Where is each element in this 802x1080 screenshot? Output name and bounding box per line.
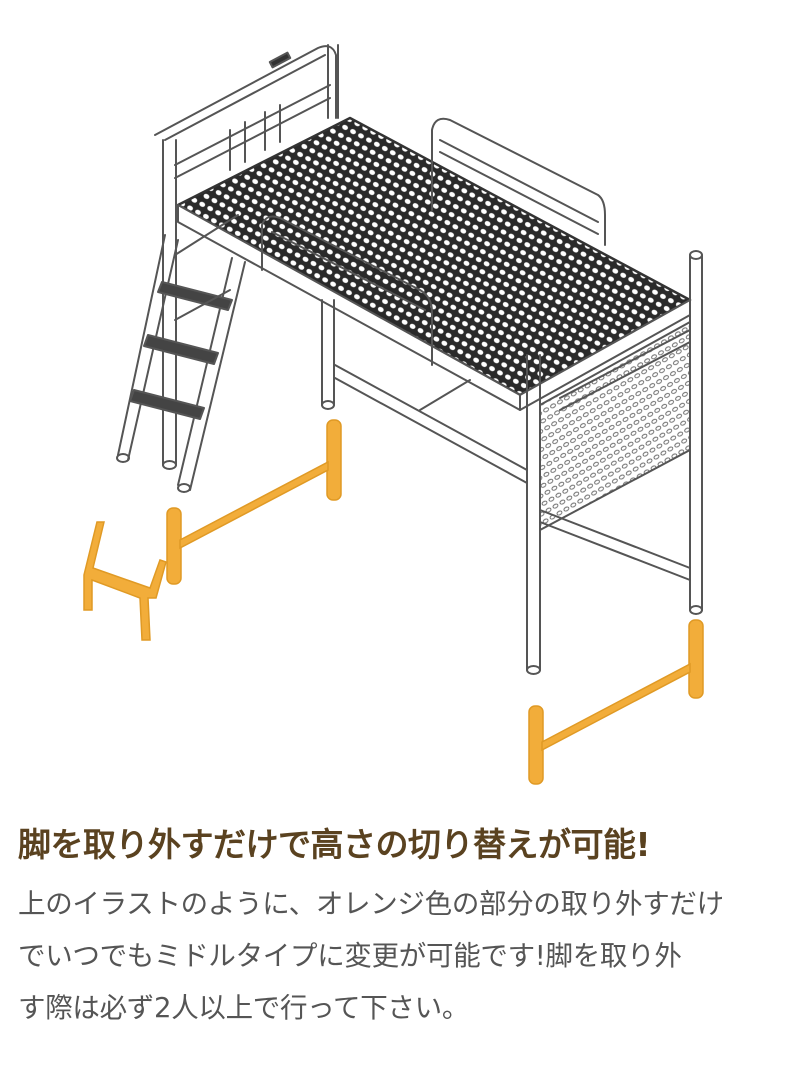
- description-paragraph: 上のイラストのように、オレンジ色の部分の取り外すだけ でいつでもミドルタイプに変…: [18, 878, 788, 1034]
- loft-bed-illustration: [83, 44, 704, 785]
- headline: 脚を取り外すだけで高さの切り替えが可能!: [18, 825, 651, 864]
- description-line: でいつでもミドルタイプに変更が可能です!脚を取り外: [18, 940, 682, 972]
- loft-bed-diagram-icon: [83, 44, 704, 785]
- description-line: 上のイラストのように、オレンジ色の部分の取り外すだけ: [18, 888, 724, 920]
- description-line: す際は必ず2人以上で行って下さい。: [18, 992, 470, 1024]
